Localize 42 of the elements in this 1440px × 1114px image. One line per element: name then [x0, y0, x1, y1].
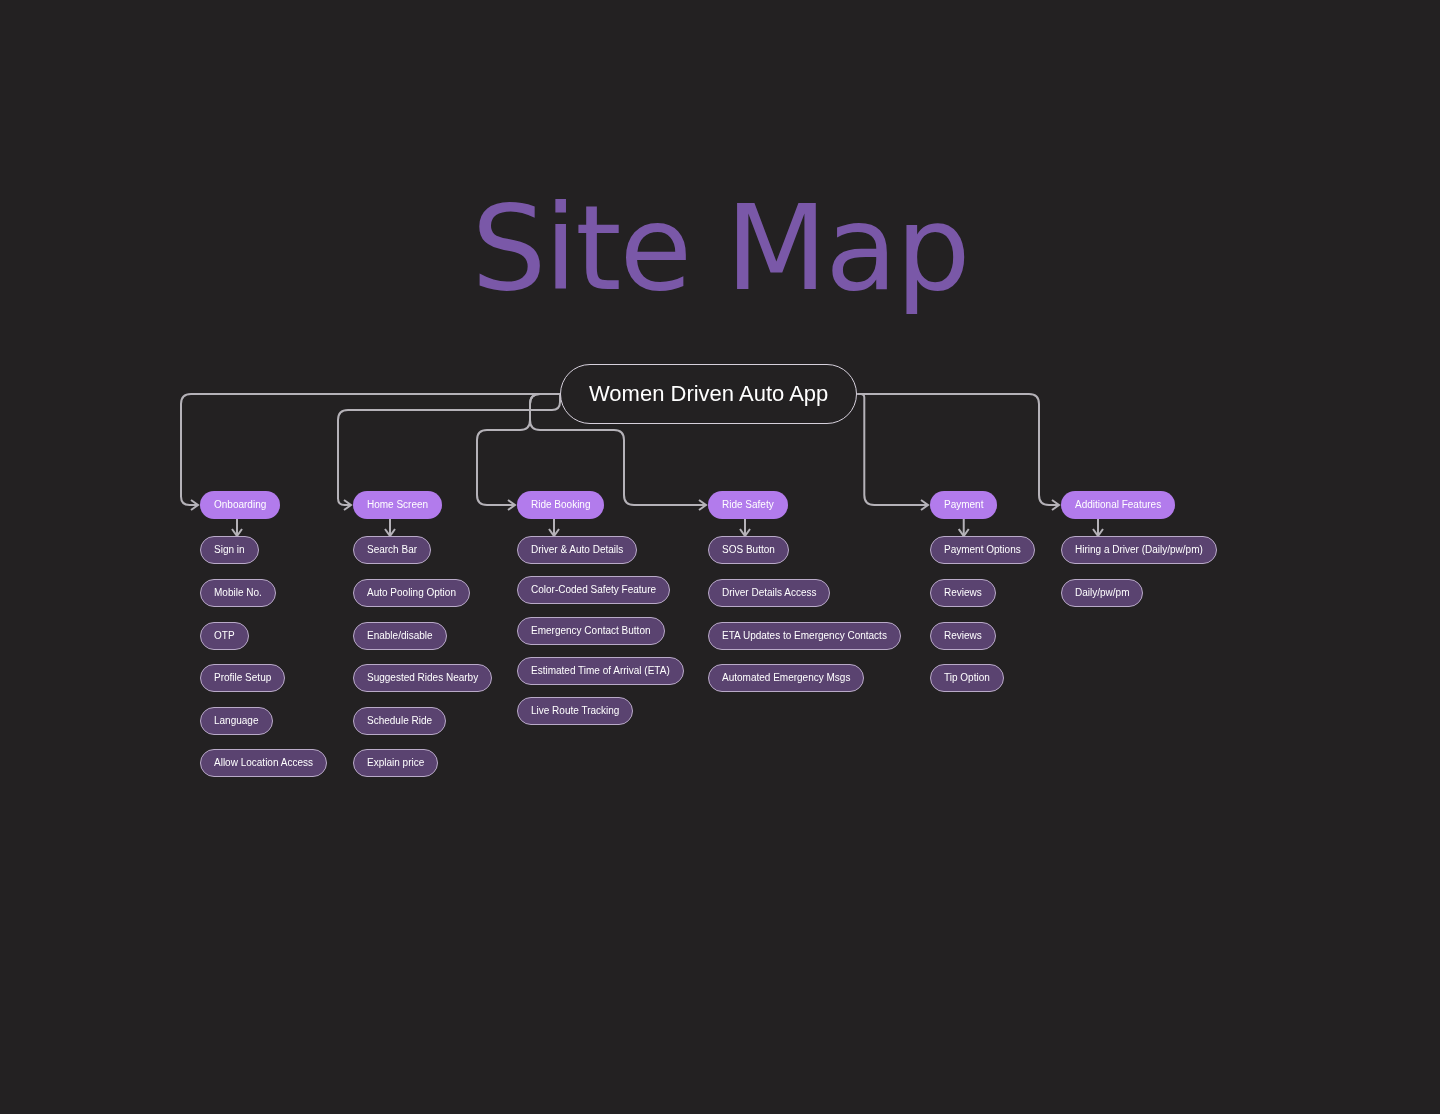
- connector-arrow: [529, 393, 707, 511]
- page-pill: Live Route Tracking: [517, 697, 634, 725]
- page-pill: Driver Details Access: [708, 579, 831, 607]
- section-pill: Payment: [930, 491, 998, 519]
- page-pill: Schedule Ride: [353, 707, 447, 735]
- page-pill: Daily/pw/pm: [1061, 579, 1144, 607]
- connector-arrow: [384, 518, 396, 537]
- section-pill: Additional Features: [1061, 491, 1176, 519]
- page-pill: Explain price: [353, 749, 439, 777]
- page-pill: Mobile No.: [200, 579, 276, 607]
- connector-arrow: [231, 518, 243, 537]
- page-pill: Reviews: [930, 622, 996, 650]
- app-root-pill: Women Driven Auto App: [560, 364, 858, 424]
- page-pill: Hiring a Driver (Daily/pw/pm): [1061, 536, 1217, 564]
- connector-arrow: [1092, 518, 1104, 537]
- connector-arrow: [957, 518, 970, 537]
- page-pill: OTP: [200, 622, 249, 650]
- connector-arrow: [739, 518, 751, 537]
- page-pill: Automated Emergency Msgs: [708, 664, 865, 692]
- page-pill: SOS Button: [708, 536, 789, 564]
- page-pill: Enable/disable: [353, 622, 447, 650]
- page-pill: Driver & Auto Details: [517, 536, 638, 564]
- page-pill: Allow Location Access: [200, 749, 327, 777]
- page-pill: Auto Pooling Option: [353, 579, 470, 607]
- section-pill: Ride Safety: [708, 491, 788, 519]
- page-pill: Tip Option: [930, 664, 1004, 692]
- section-pill: Home Screen: [353, 491, 443, 519]
- page-title: Site Map: [471, 179, 969, 317]
- page-pill: Suggested Rides Nearby: [353, 664, 493, 692]
- section-pill: Onboarding: [200, 491, 281, 519]
- connector-arrow: [548, 518, 560, 537]
- page-pill: Color-Coded Safety Feature: [517, 576, 671, 604]
- page-pill: Emergency Contact Button: [517, 617, 665, 645]
- page-pill: Reviews: [930, 579, 996, 607]
- section-pill: Ride Booking: [517, 491, 605, 519]
- page-pill: ETA Updates to Emergency Contacts: [708, 622, 901, 650]
- page-pill: Language: [200, 707, 273, 735]
- page-pill: Profile Setup: [200, 664, 286, 692]
- page-pill: Sign in: [200, 536, 259, 564]
- page-pill: Search Bar: [353, 536, 432, 564]
- page-pill: Estimated Time of Arrival (ETA): [517, 657, 684, 685]
- page-pill: Payment Options: [930, 536, 1035, 564]
